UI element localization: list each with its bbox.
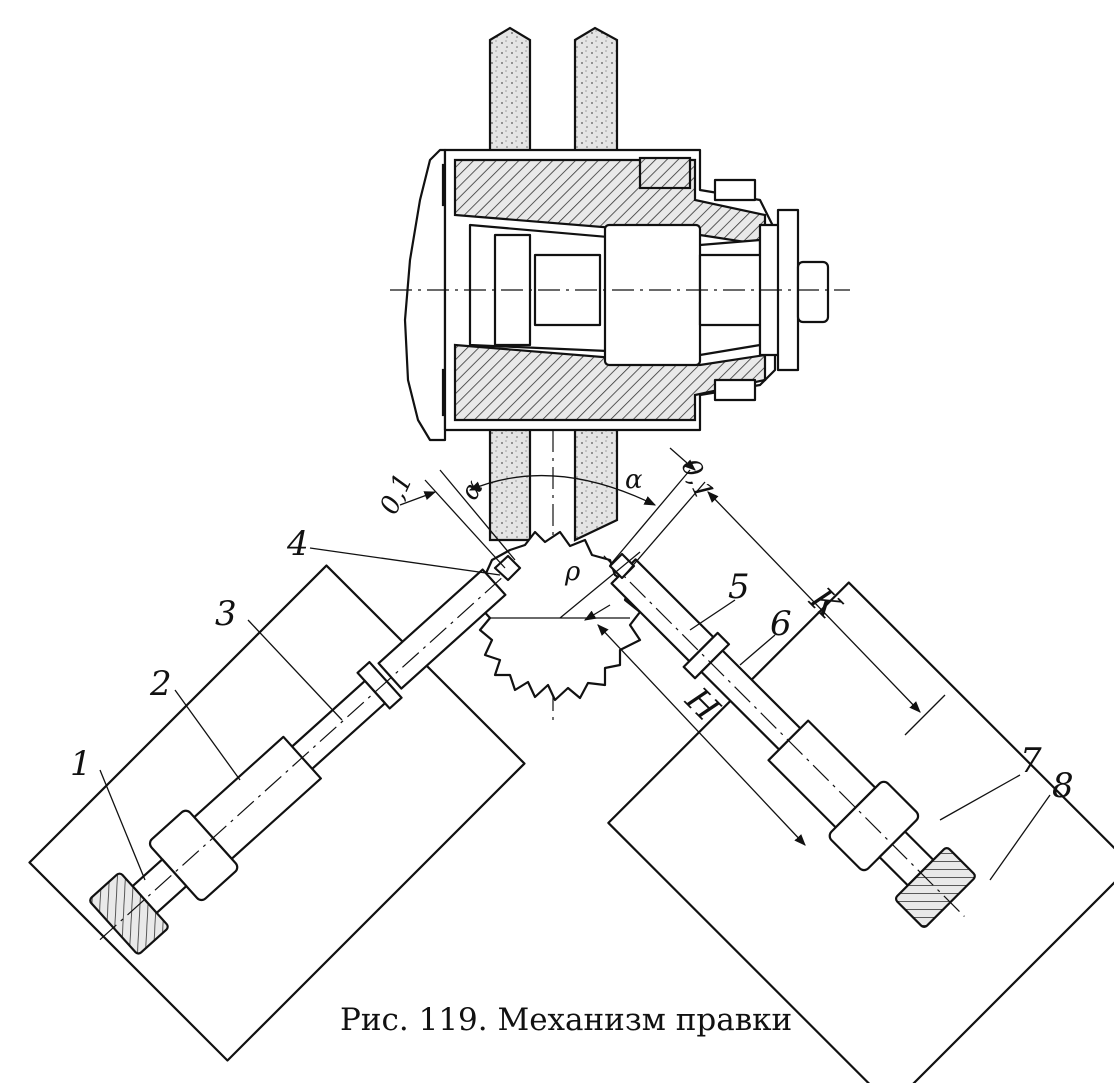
key-block <box>638 156 692 190</box>
h-dimension <box>597 624 806 846</box>
spindle-assembly <box>390 26 850 720</box>
rho-label: ρ <box>564 557 581 587</box>
gap-right-line-1 <box>609 469 691 566</box>
part-label-4: 4 <box>286 524 309 564</box>
gap-left-arrow <box>399 491 437 506</box>
lock-washer-bottom <box>713 378 757 402</box>
leader-8 <box>989 794 1051 881</box>
bore-sleeve <box>603 223 702 367</box>
leader-6 <box>739 634 776 666</box>
part-label-2: 2 <box>149 664 172 704</box>
right-arm-axis <box>603 555 965 917</box>
right-dresser <box>603 552 1114 1083</box>
gap-left-line-2 <box>439 469 516 561</box>
gap-right-arrow <box>669 447 696 471</box>
part-label-1: 1 <box>70 744 92 784</box>
k-extension <box>904 694 946 736</box>
gear-wheel <box>476 530 642 702</box>
rho-line <box>559 551 641 619</box>
rho-arrow <box>583 604 611 621</box>
leader-1 <box>99 769 146 881</box>
lock-washer-top <box>713 178 757 202</box>
part-label-5: 5 <box>728 567 750 607</box>
left-arm-axis <box>99 577 502 941</box>
left-diamond-tip <box>493 554 522 582</box>
figure-caption: Рис. 119. Механизм правки <box>340 1002 792 1038</box>
leader-7 <box>939 774 1021 821</box>
gap-left-line-1 <box>424 479 506 569</box>
flange-left <box>403 148 447 442</box>
alpha-left-label: α <box>455 475 490 506</box>
left-dresser <box>28 554 526 1062</box>
leader-2 <box>174 689 241 781</box>
part-label-7: 7 <box>1020 741 1042 781</box>
gear-body <box>476 530 642 702</box>
leader-3 <box>247 619 343 721</box>
k-dimension <box>707 491 921 713</box>
bolt-head <box>796 260 830 324</box>
part-label-3: 3 <box>215 594 237 634</box>
part-labels: 1 2 3 4 5 6 7 8 <box>70 524 1074 806</box>
leader-5 <box>689 599 736 631</box>
leader-4 <box>309 547 501 576</box>
part-label-6: 6 <box>770 604 792 644</box>
alpha-right-label: α <box>625 465 643 495</box>
part-label-8: 8 <box>1052 766 1074 806</box>
gap-right-line-2 <box>621 481 706 579</box>
left-spindle-tube <box>377 568 507 690</box>
alpha-arc <box>468 474 657 506</box>
dimension-lines <box>99 447 1051 881</box>
gap-left-label: 0,1 <box>374 469 419 519</box>
